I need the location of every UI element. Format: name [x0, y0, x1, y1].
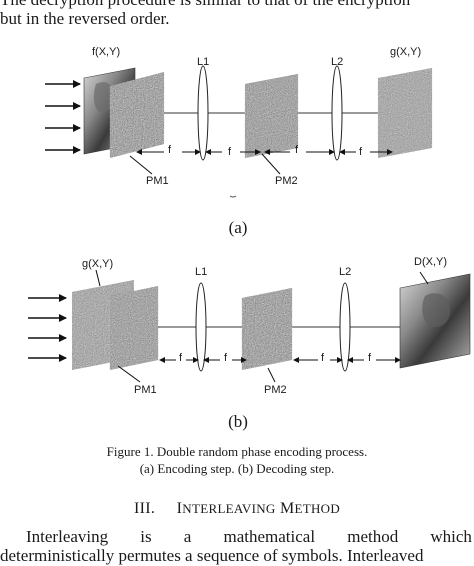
pm2-leader: [261, 153, 281, 175]
label-l2: L2: [331, 56, 344, 68]
sublabel-a: (a): [228, 218, 248, 237]
label-pm2: PM2: [275, 175, 298, 187]
label-f-4: f: [359, 146, 363, 158]
label-output-d: D(X,Y): [414, 256, 447, 268]
section-title-rest-2: ETHOD: [294, 501, 341, 516]
g-leader-b: [95, 269, 101, 287]
label-pm1: PM1: [146, 175, 169, 187]
output-image-g: [376, 66, 434, 160]
label-f-3: f: [295, 144, 299, 156]
section-title-rest: NTERLEAVING: [182, 501, 276, 516]
small-mark: [229, 195, 237, 198]
top-text-line-1: The decryption procedure is similar to t…: [0, 0, 474, 9]
label-l1-b: L1: [195, 266, 208, 278]
label-f-2: f: [228, 146, 232, 158]
input-arrows-b: [28, 294, 67, 362]
label-l2-b: L2: [339, 266, 352, 278]
lens-l2: [331, 65, 343, 161]
label-f-b1: f: [179, 352, 183, 364]
label-f-b4: f: [368, 352, 372, 364]
body-line-1: Interleaving is a mathematical method wh…: [0, 527, 472, 547]
phase-mask-pm1-b: [108, 284, 160, 372]
output-image-lena: [399, 273, 471, 369]
body-word-5: method: [347, 527, 399, 546]
section-title-initial: I: [176, 500, 183, 517]
body-word-6: which: [430, 527, 472, 546]
body-word-2: is: [140, 527, 152, 546]
section-title-initial-2: M: [279, 500, 295, 517]
d-leader-b: [419, 271, 429, 285]
pm2-leader-b: [267, 367, 276, 383]
pm1-leader-b: [117, 365, 141, 383]
lens-l1: [197, 65, 209, 161]
body-line-2: deterministically permutes a sequence of…: [0, 546, 424, 565]
label-l1: L1: [197, 56, 210, 68]
sublabel-b: (b): [228, 412, 248, 431]
body-word-4: mathematical: [223, 527, 316, 546]
label-input-f: f(X,Y): [92, 46, 121, 58]
label-pm1-b: PM1: [134, 384, 157, 396]
body-word-3: a: [183, 527, 192, 546]
section-number: III.: [133, 500, 156, 517]
pm1-leader: [129, 155, 153, 175]
phase-mask-pm2-b: [240, 286, 294, 372]
input-arrows: [45, 80, 81, 154]
phase-mask-pm1: [108, 70, 166, 160]
lens-l1-b: [195, 282, 207, 372]
body-word-1: Interleaving: [26, 527, 109, 546]
label-input-g: g(X,Y): [82, 258, 114, 270]
label-f-1: f: [168, 144, 172, 156]
label-f-b2: f: [224, 352, 228, 364]
top-text-line-2: but in the reversed order.: [0, 9, 170, 28]
label-output-g: g(X,Y): [390, 46, 422, 58]
diagram-encoding: [45, 65, 474, 198]
label-f-b3: f: [321, 352, 325, 364]
lens-l2-b: [339, 282, 351, 372]
figure-caption-line-2: (a) Encoding step. (b) Decoding step.: [139, 461, 335, 476]
section-heading: III. INTERLEAVING METHOD: [0, 500, 474, 518]
figure-caption-line-1: Figure 1. Double random phase encoding p…: [106, 444, 368, 459]
diagram-decoding: [28, 269, 471, 383]
phase-mask-pm2: [243, 72, 300, 160]
label-pm2-b: PM2: [264, 384, 287, 396]
